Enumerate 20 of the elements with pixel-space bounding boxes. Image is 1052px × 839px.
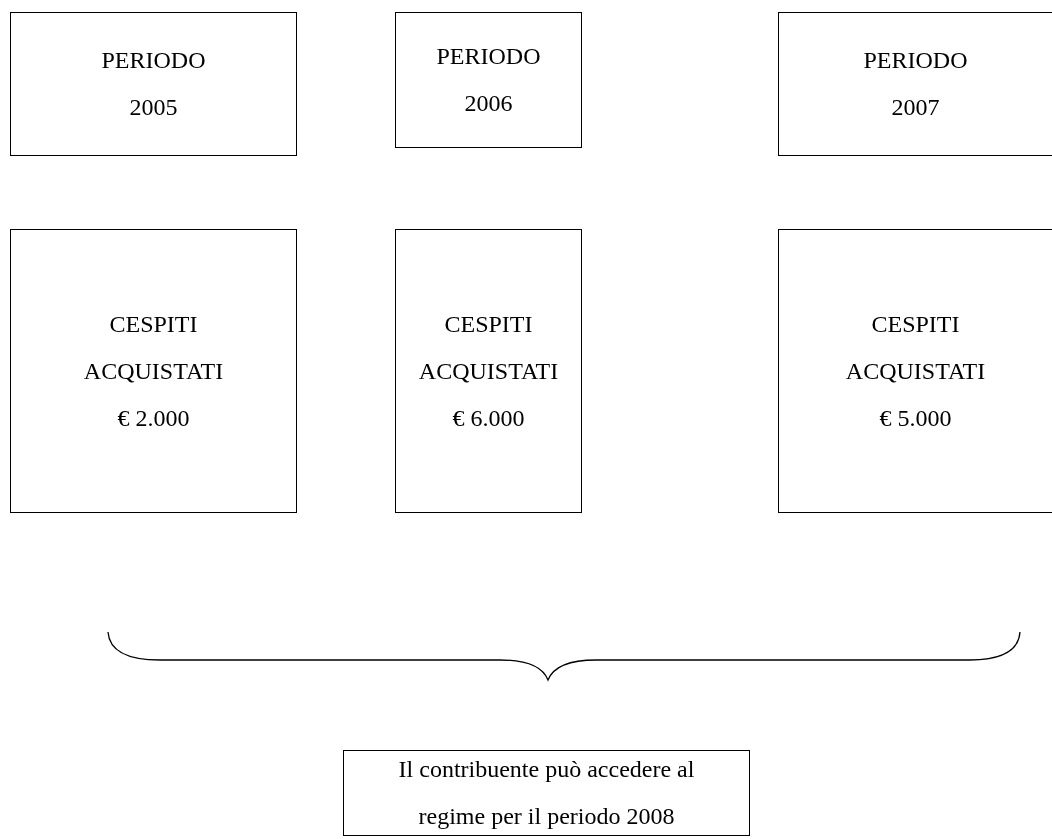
box-text: PERIODO — [436, 42, 541, 71]
text-box — [343, 750, 750, 836]
text-box — [778, 12, 1052, 156]
box-text: € 5.000 — [879, 403, 952, 433]
box-text: Il contribuente può accedere al regime per il periodo 2008 — [397, 755, 696, 831]
box-text: PERIODO — [863, 46, 968, 75]
box-text: 2007 — [891, 93, 940, 122]
box-text: € 6.000 — [452, 403, 525, 433]
box-text: CESPITI ACQUISTATI — [82, 309, 225, 386]
box-text: 2006 — [464, 89, 513, 118]
box-text: CESPITI ACQUISTATI — [844, 309, 987, 386]
text-box — [395, 229, 582, 513]
box-text: PERIODO — [101, 46, 206, 75]
box-text: 2005 — [129, 93, 178, 122]
text-box — [395, 12, 582, 148]
text-box — [778, 229, 1052, 513]
text-box — [10, 229, 297, 513]
box-text: CESPITI ACQUISTATI — [417, 309, 560, 386]
box-text: € 2.000 — [117, 403, 190, 433]
text-box — [10, 12, 297, 156]
